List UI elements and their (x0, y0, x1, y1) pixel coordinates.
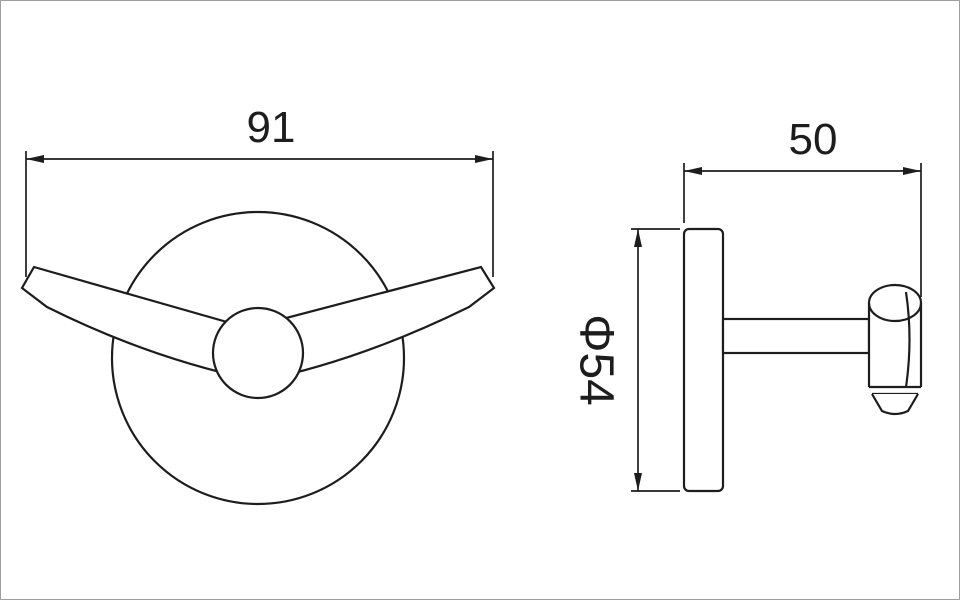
width-dimension-label: 91 (247, 103, 296, 152)
arrowhead-bottom (634, 473, 642, 491)
depth-dimension-label: 50 (789, 115, 838, 164)
arrowhead-left (684, 167, 702, 175)
hook-arm-profile (721, 317, 871, 355)
hook-post-taper-tip (871, 393, 919, 416)
front-view: 91 (20, 103, 496, 506)
width-dimension: 91 (25, 103, 494, 277)
arrowhead-left (26, 155, 44, 163)
hook-knob-dome (867, 283, 923, 323)
arrowhead-right (475, 155, 493, 163)
mounting-plate-side-profile (682, 227, 725, 493)
side-view: 50 Φ54 (569, 115, 923, 493)
diameter-dimension: Φ54 (569, 228, 680, 492)
depth-dimension: 50 (683, 115, 922, 297)
arrowhead-right (903, 167, 921, 175)
hook-post-contour-line (904, 291, 911, 388)
diameter-dimension-label: Φ54 (569, 314, 622, 406)
center-hub-circle (211, 306, 305, 400)
arrowhead-top (634, 229, 642, 247)
